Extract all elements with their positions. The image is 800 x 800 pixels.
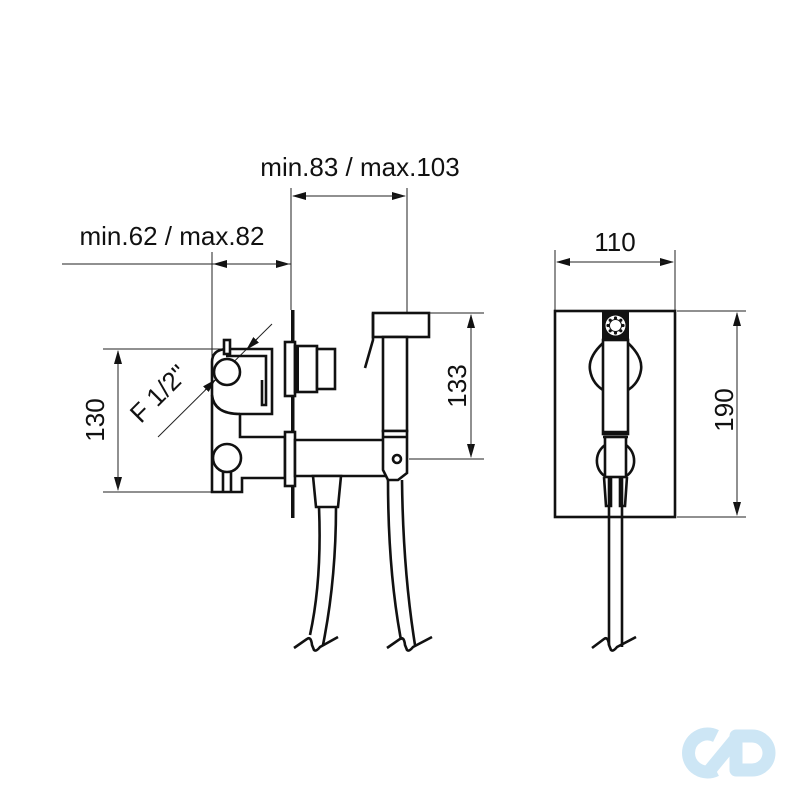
infinity-cd-logo-icon: [682, 727, 776, 779]
dim-label-190: 190: [709, 388, 739, 431]
dimension-130: 130: [80, 348, 222, 493]
dim-label-left: min.62 / max.82: [80, 221, 265, 251]
dim-label-top: min.83 / max.103: [260, 152, 459, 182]
hose-front: [591, 477, 637, 652]
dimension-top: min.83 / max.103: [260, 152, 460, 312]
spray-head-front: [601, 311, 630, 508]
thread-label: F 1/2": [124, 359, 194, 429]
dim-label-130: 130: [80, 398, 110, 441]
outlet-arm: [283, 430, 390, 509]
wall-plate: [291, 310, 295, 518]
front-view: 110: [553, 227, 746, 652]
dimension-133: 133: [409, 312, 484, 460]
valve-body: [210, 338, 287, 494]
thread-callout: F 1/2": [124, 323, 273, 438]
side-view: min.83 / max.103 min.62 / max.82 130 F 1…: [62, 152, 484, 652]
upper-knob: [283, 340, 337, 398]
hand-spray-side: [363, 311, 431, 482]
dimension-110: 110: [554, 227, 676, 312]
dimension-190: 190: [677, 310, 746, 518]
dim-label-110: 110: [594, 227, 635, 257]
hoses-side: [293, 479, 433, 652]
dim-label-133: 133: [442, 364, 472, 407]
